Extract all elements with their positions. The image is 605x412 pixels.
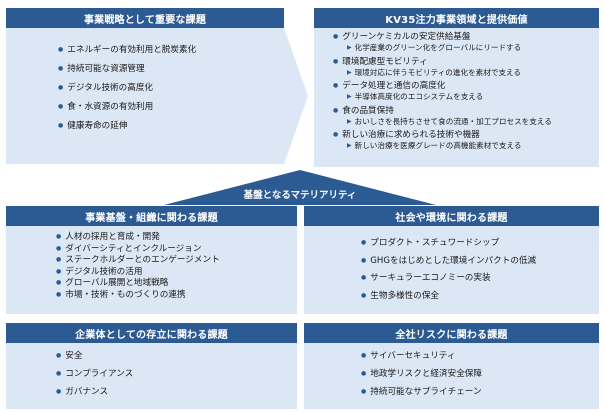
kv35-item: 新しい治療に求められる技術や機器 新しい治療を医療グレードの高機能素材で支える — [333, 130, 552, 152]
corporate-list: 安全 コンプライアンス ガバナンス — [56, 351, 133, 399]
kv35-item-sub: 化学産業のグリーン化をグローバルにリードする — [333, 43, 552, 54]
kv35-item-main: 食の品質保持 — [333, 106, 552, 117]
kv35-item-sub: おいしさを長持ちさせて食の流通・加工プロセスを支える — [333, 117, 552, 128]
social-env-title: 社会や環境に関わる課題 — [395, 212, 508, 224]
materiality-pyramid — [164, 170, 436, 205]
strategy-issues-title: 事業戦略として重要な課題 — [83, 14, 207, 26]
social-env-list: プロダクト・スチュワードシップ GHGをはじめとした環境インパクトの低減 サーキ… — [361, 238, 536, 302]
list-item: 持続可能なサプライチェーン — [361, 387, 482, 399]
social-env-header: 社会や環境に関わる課題 — [304, 206, 599, 226]
corporate-title: 企業体としての存立に関わる課題 — [75, 329, 228, 341]
list-item: サーキュラーエコノミーの実装 — [361, 273, 536, 285]
risk-list: サイバーセキュリティ 地政学リスクと経済安全保障 持続可能なサプライチェーン — [361, 351, 482, 399]
foundation-header: 事業基盤・組織に関わる課題 — [6, 206, 297, 226]
kv35-title: KV35注力事業領域と提供価値 — [385, 14, 528, 26]
corporate-panel — [6, 343, 297, 409]
strategy-issues-list: エネルギーの有効利用と脱炭素化 持続可能な資源管理 デジタル技術の高度化 食・水… — [58, 45, 196, 132]
risk-title: 全社リスクに関わる課題 — [395, 329, 508, 341]
kv35-item-main: グリーンケミカルの安定供給基盤 — [333, 32, 552, 43]
list-item: ガバナンス — [56, 387, 133, 399]
list-item: デジタル技術の高度化 — [58, 83, 196, 95]
risk-header: 全社リスクに関わる課題 — [304, 323, 599, 343]
list-item: 地政学リスクと経済安全保障 — [361, 369, 482, 381]
kv35-header: KV35注力事業領域と提供価値 — [314, 8, 599, 28]
list-item: 持続可能な資源管理 — [58, 64, 196, 76]
list-item: 生物多様性の保全 — [361, 291, 536, 303]
kv35-item: データ処理と通信の高度化 半導体高度化のエコシステムを支える — [333, 81, 552, 103]
kv35-item-sub: 新しい治療を医療グレードの高機能素材で支える — [333, 141, 552, 152]
foundation-title: 事業基盤・組織に関わる課題 — [85, 212, 218, 224]
kv35-item-main: 環境配慮型モビリティ — [333, 57, 552, 68]
kv35-item-sub: 環境対応に伴うモビリティの進化を素材で支える — [333, 68, 552, 79]
list-item: プロダクト・スチュワードシップ — [361, 238, 536, 250]
strategy-issues-header: 事業戦略として重要な課題 — [6, 8, 284, 28]
list-item: 市場・技術・ものづくりの連携 — [56, 290, 220, 302]
kv35-item-main: 新しい治療に求められる技術や機器 — [333, 130, 552, 141]
list-item: デジタル技術の活用 — [56, 267, 220, 279]
foundation-list: 人材の採用と育成・開発 ダイバーシティとインクルージョン ステークホルダーとのエ… — [56, 232, 220, 302]
corporate-header: 企業体としての存立に関わる課題 — [6, 323, 297, 343]
kv35-item: グリーンケミカルの安定供給基盤 化学産業のグリーン化をグローバルにリードする — [333, 32, 552, 54]
kv35-item-main: データ処理と通信の高度化 — [333, 81, 552, 92]
kv35-list: グリーンケミカルの安定供給基盤 化学産業のグリーン化をグローバルにリードする 環… — [333, 32, 552, 155]
list-item: サイバーセキュリティ — [361, 351, 482, 363]
list-item: 安全 — [56, 351, 133, 363]
kv35-item: 環境配慮型モビリティ 環境対応に伴うモビリティの進化を素材で支える — [333, 57, 552, 79]
list-item: 食・水資源の有効利用 — [58, 102, 196, 114]
kv35-item: 食の品質保持 おいしさを長持ちさせて食の流通・加工プロセスを支える — [333, 106, 552, 128]
list-item: エネルギーの有効利用と脱炭素化 — [58, 45, 196, 57]
list-item: ステークホルダーとのエンゲージメント — [56, 255, 219, 267]
materiality-label: 基盤となるマテリアリティ — [243, 190, 357, 201]
list-item: 人材の採用と育成・開発 — [56, 232, 220, 244]
kv35-item-sub: 半導体高度化のエコシステムを支える — [333, 92, 552, 103]
list-item: 健康寿命の延伸 — [58, 121, 196, 133]
list-item: GHGをはじめとした環境インパクトの低減 — [361, 256, 536, 268]
list-item: コンプライアンス — [56, 369, 133, 381]
list-item: グローバル展開と地域戦略 — [56, 278, 220, 290]
list-item: ダイバーシティとインクルージョン — [56, 244, 220, 256]
